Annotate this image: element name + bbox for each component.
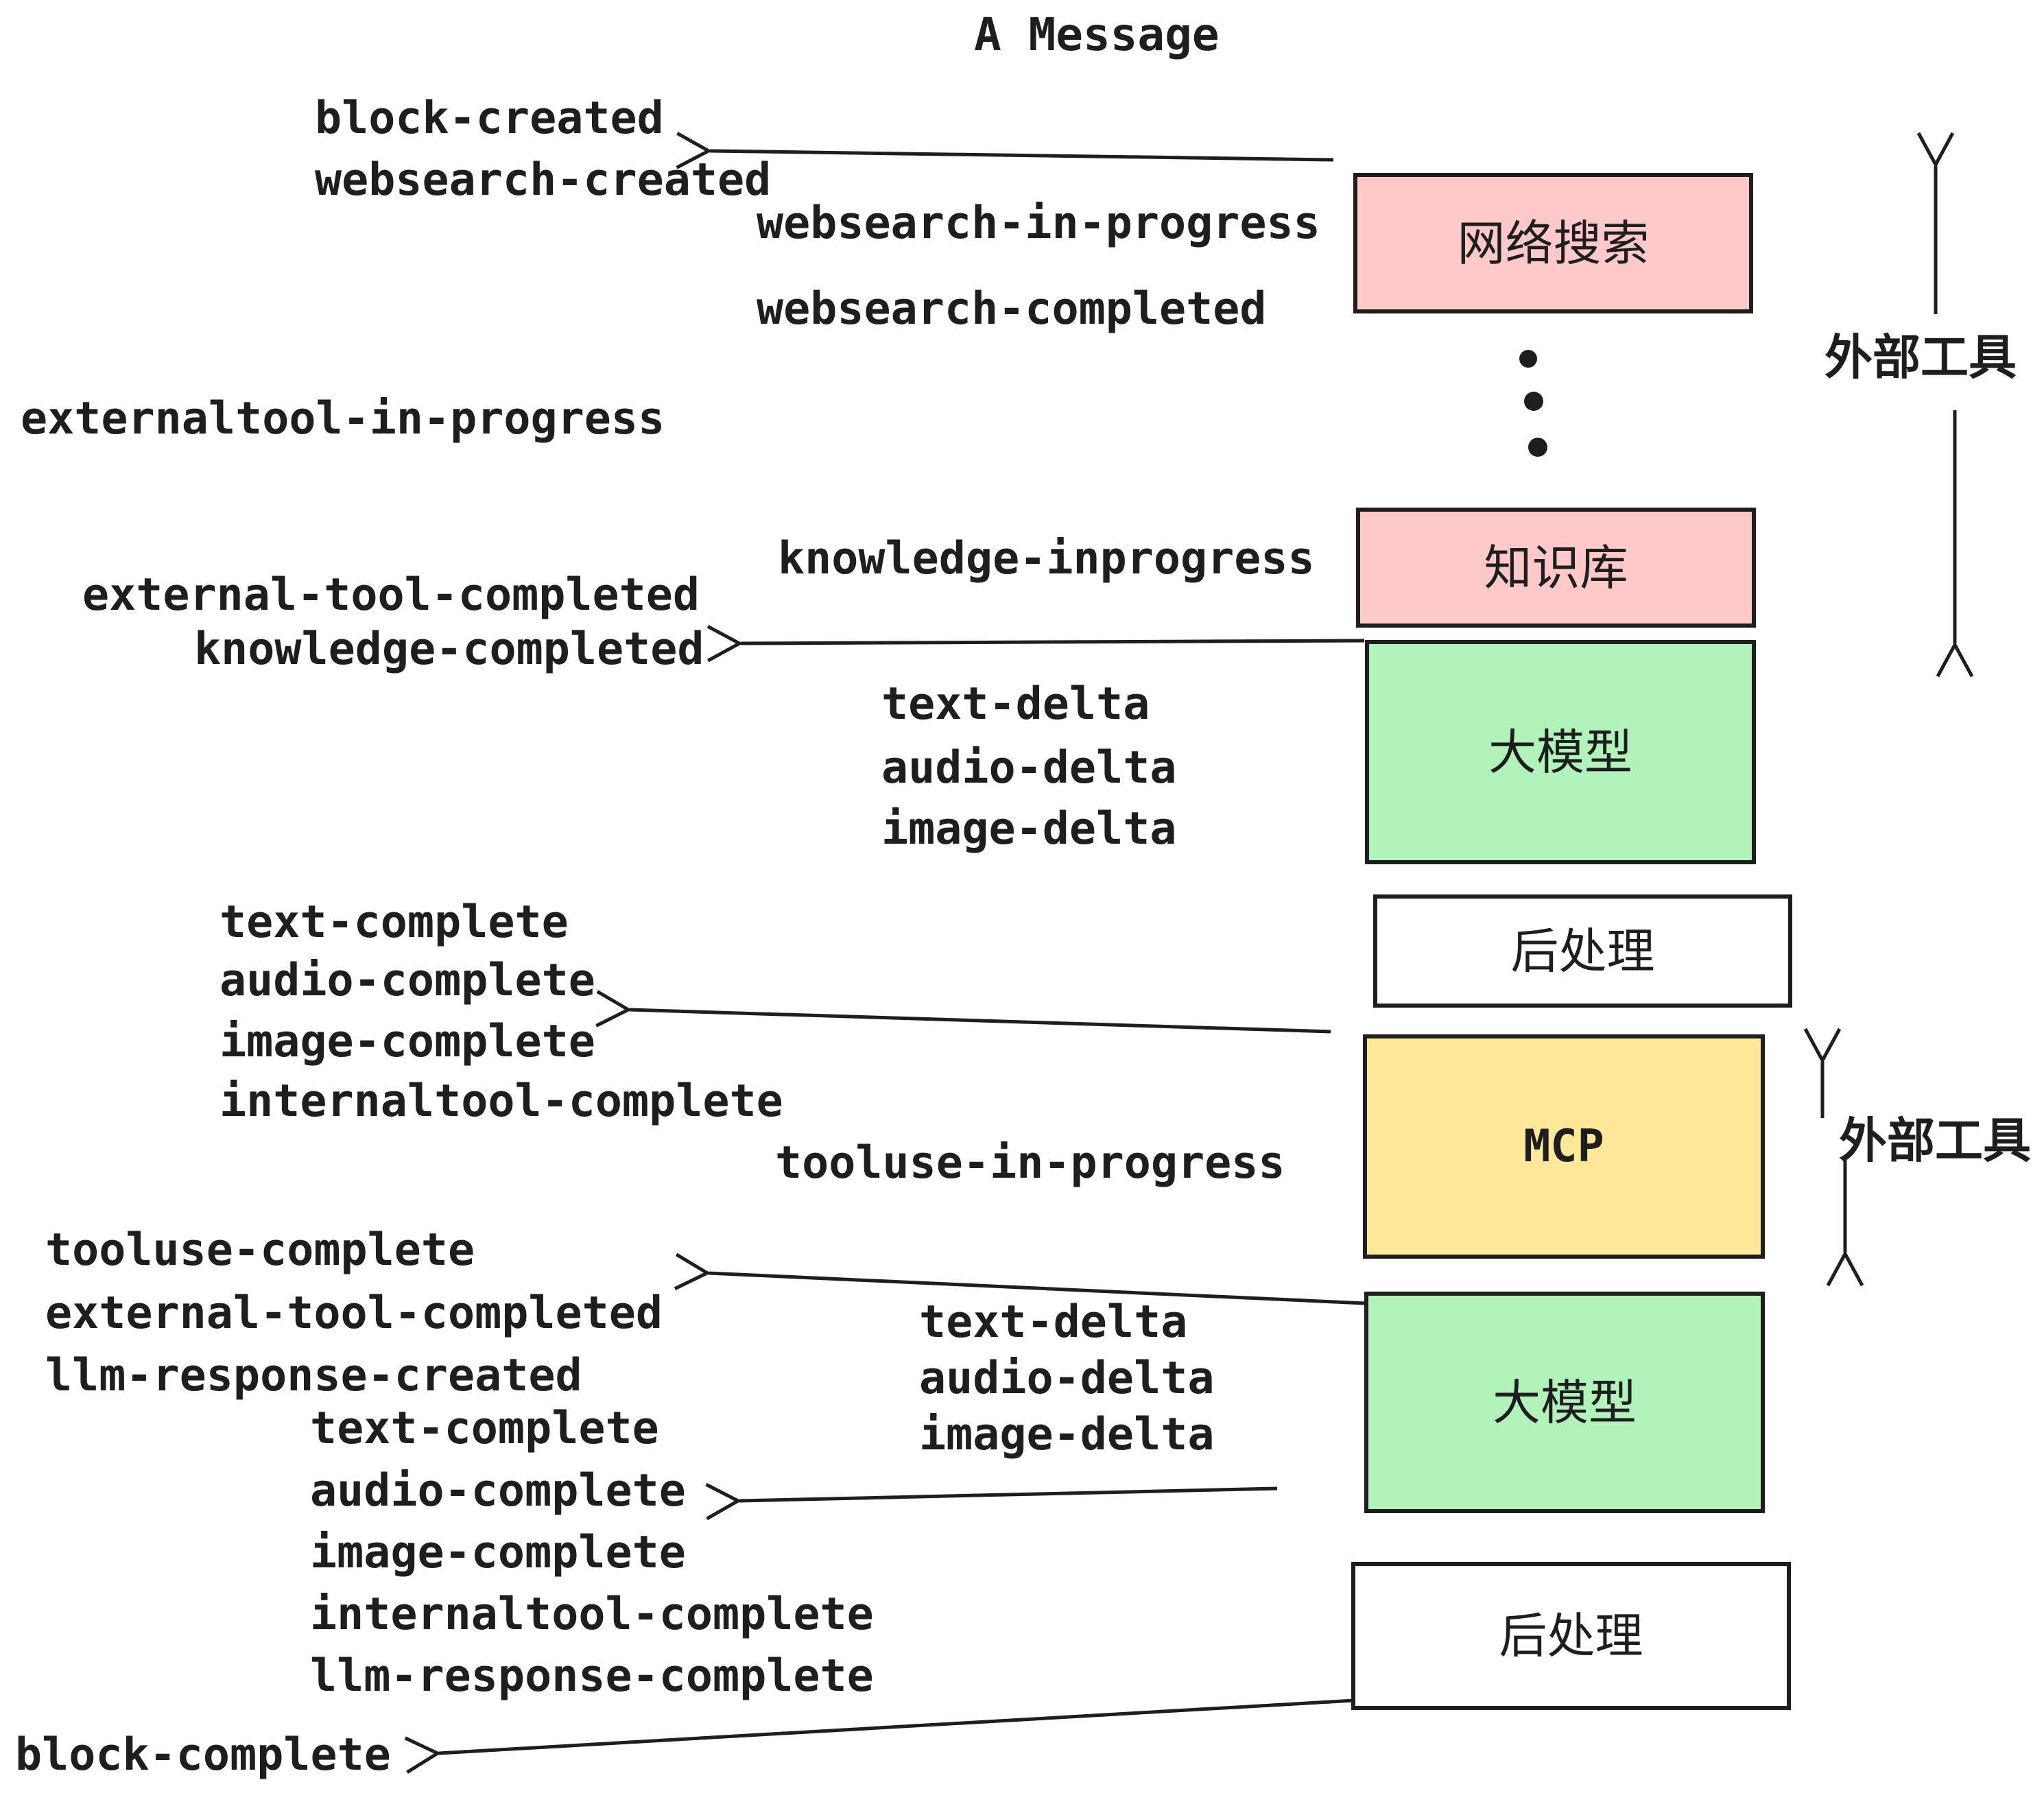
arrow-audio-complete — [705, 1482, 1278, 1521]
event-block-created: block-created — [315, 93, 664, 144]
box-mcp: MCP — [1363, 1034, 1765, 1259]
event-image-complete-1: image-complete — [219, 1016, 595, 1067]
event-tooluse-complete: tooluse-complete — [45, 1224, 475, 1276]
arrow-internal-complete — [595, 990, 1331, 1034]
annotation-external-tools-top: 外部工具 — [1825, 331, 2017, 384]
box-postprocess-1-label: 后处理 — [1510, 924, 1655, 978]
event-audio-complete-1: audio-complete — [219, 955, 595, 1006]
box-llm-2-label: 大模型 — [1493, 1375, 1637, 1429]
event-image-complete-2: image-complete — [310, 1527, 686, 1578]
box-mcp-label: MCP — [1523, 1121, 1604, 1172]
event-external-tool-completed-2: external-tool-completed — [45, 1287, 663, 1339]
arrow-websearch-created — [676, 132, 1334, 169]
arrow-block-complete — [404, 1698, 1367, 1774]
event-audio-delta-2: audio-delta — [919, 1353, 1215, 1404]
event-websearch-completed: websearch-completed — [757, 283, 1267, 335]
event-text-delta-2: text-delta — [919, 1296, 1188, 1348]
event-llm-response-complete: llm-response-complete — [310, 1650, 874, 1702]
event-audio-delta-1: audio-delta — [881, 742, 1177, 794]
event-internaltool-complete-1: internaltool-complete — [219, 1076, 783, 1127]
box-llm-1: 大模型 — [1365, 640, 1756, 864]
arrow-knowledge-completed — [706, 625, 1365, 663]
box-websearch: 网络搜索 — [1353, 173, 1753, 313]
event-websearch-created: websearch-created — [315, 154, 772, 206]
event-text-complete-2: text-complete — [310, 1403, 659, 1454]
annotation-external-tools-mcp: 外部工具 — [1839, 1114, 2031, 1167]
event-knowledge-completed: knowledge-completed — [194, 624, 704, 675]
box-knowledge: 知识库 — [1356, 508, 1756, 628]
box-websearch-label: 网络搜索 — [1457, 216, 1650, 270]
event-internaltool-complete-2: internaltool-complete — [310, 1589, 874, 1640]
box-postprocess-1: 后处理 — [1373, 894, 1792, 1008]
ellipsis-dot — [1528, 438, 1547, 457]
box-postprocess-2-label: 后处理 — [1499, 1609, 1643, 1663]
event-image-delta-1: image-delta — [881, 803, 1177, 855]
event-knowledge-inprogress: knowledge-inprogress — [778, 533, 1315, 584]
event-image-delta-2: image-delta — [919, 1409, 1215, 1460]
diagram-title: A Message — [974, 8, 1220, 61]
event-websearch-in-progress: websearch-in-progress — [757, 198, 1320, 249]
event-text-complete-1: text-complete — [219, 897, 569, 948]
event-externaltool-in-progress: externaltool-in-progress — [21, 393, 665, 444]
event-external-tool-completed-1: external-tool-completed — [82, 569, 700, 621]
event-tooluse-in-progress: tooluse-in-progress — [775, 1137, 1285, 1189]
box-postprocess-2: 后处理 — [1351, 1562, 1791, 1710]
event-audio-complete-2: audio-complete — [310, 1465, 686, 1517]
event-text-delta-1: text-delta — [881, 678, 1150, 730]
event-llm-response-created: llm-response-created — [45, 1350, 582, 1401]
box-llm-2: 大模型 — [1364, 1292, 1765, 1513]
ellipsis-dot — [1524, 392, 1543, 411]
box-knowledge-label: 知识库 — [1484, 541, 1628, 595]
event-block-complete: block-complete — [15, 1729, 391, 1781]
box-llm-1-label: 大模型 — [1488, 725, 1632, 779]
ellipsis-dot — [1519, 350, 1537, 368]
